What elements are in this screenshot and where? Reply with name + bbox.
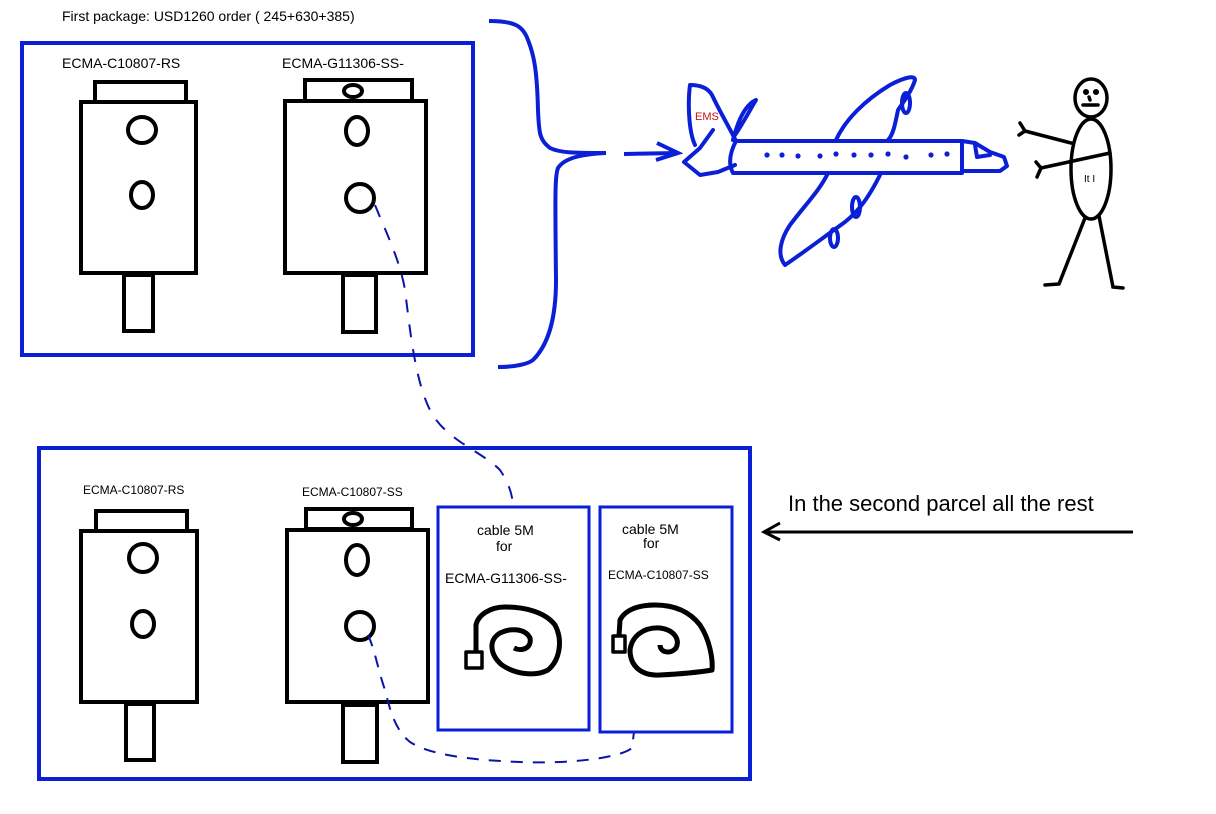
second-package-box [37,446,752,781]
cable-subtitle: for [643,535,660,551]
first-package-title: First package: USD1260 order ( 245+630+3… [62,8,355,24]
airplane-icon [682,75,1009,267]
servo-motor-icon [79,509,199,762]
cable-box [436,505,591,732]
arrow-icon [760,521,1133,542]
first-package-box [20,41,475,357]
motor-label: ECMA-C10807-SS [302,485,403,499]
cable-coil-icon [611,602,715,678]
recipient-label: It I [1084,174,1096,185]
curly-brace [488,19,607,369]
arrow-icon [623,141,684,162]
cable-coil-icon [464,604,562,677]
cable-subtitle: for [496,538,513,554]
person-icon [1017,77,1125,290]
ems-label: EMS [695,111,719,123]
servo-motor-icon [79,80,198,333]
dashed-cable-link [367,634,635,764]
servo-motor-icon [285,507,430,764]
dashed-cable-link [374,204,514,509]
motor-label: ECMA-C10807-RS [83,483,185,497]
cable-target: ECMA-C10807-SS [608,568,709,582]
servo-motor-icon [283,78,428,334]
motor-label: ECMA-G11306-SS- [282,55,404,71]
cable-target: ECMA-G11306-SS- [445,570,567,586]
cable-title: cable 5M [477,522,534,538]
second-parcel-note: In the second parcel all the rest [788,491,1094,516]
cable-box [598,505,734,734]
motor-label: ECMA-C10807-RS [62,55,181,71]
cable-title: cable 5M [622,521,679,537]
